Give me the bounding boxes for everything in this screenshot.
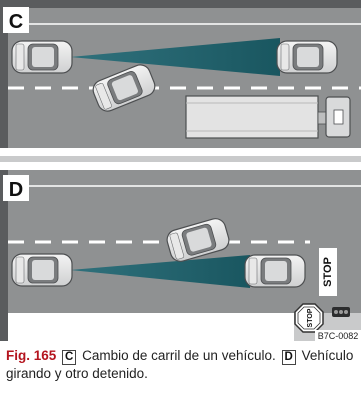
caption-text-c: Cambio de carril de un vehículo.: [82, 348, 276, 363]
caption-key-d: D: [281, 350, 296, 365]
panel-c: C: [3, 7, 361, 148]
panel-d-label: D: [9, 179, 23, 201]
stop-sign: STOP: [294, 303, 324, 333]
caption-text-d: Vehículo girando y otro detenido.: [6, 348, 354, 381]
panel-d: STOP STOP B7C-0082 D: [3, 170, 361, 341]
sensor-beam-d: [70, 255, 250, 288]
reference-code-box: [315, 330, 361, 341]
stop-road-marking: STOP: [322, 257, 334, 287]
sidewalk-d: [8, 313, 294, 341]
panel-c-label-box: [3, 7, 29, 33]
car-ahead-c: [276, 40, 338, 74]
caption-key-c: C: [62, 350, 77, 365]
figure-number: Fig. 165: [6, 348, 57, 363]
ego-car-d: [11, 253, 73, 287]
illustration-frame: C STOP STOP: [0, 0, 361, 341]
stopped-car-d: [244, 254, 306, 288]
stop-sign-text: STOP: [307, 308, 314, 327]
median-curb: [0, 156, 361, 162]
panel-d-label-box: [3, 175, 29, 201]
reference-code: B7C-0082: [318, 331, 359, 341]
sensor-beam-c: [70, 38, 280, 76]
truck-c: [185, 95, 351, 139]
traffic-light: [332, 307, 350, 317]
stop-line: [319, 248, 337, 296]
figure-caption: Fig. 165 C Cambio de carril de un vehícu…: [0, 341, 361, 396]
ego-car-c: [11, 40, 73, 74]
panel-c-label: C: [9, 11, 23, 33]
